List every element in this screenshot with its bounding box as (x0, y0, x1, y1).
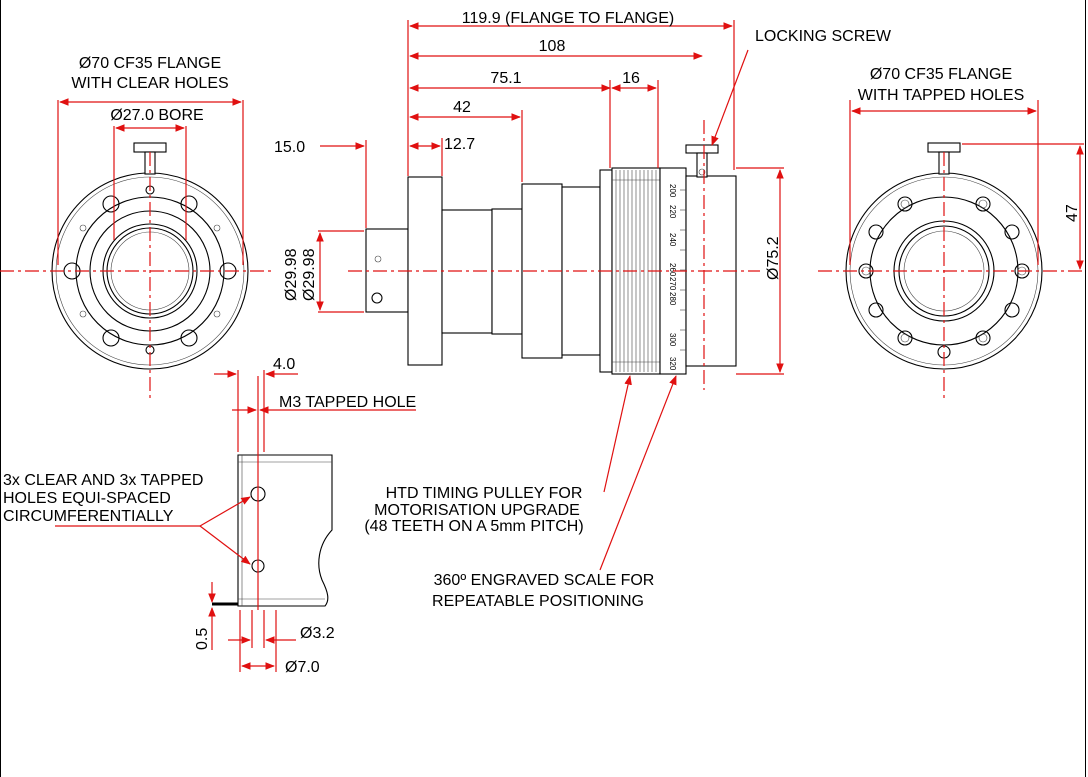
dim-3-2: Ø3.2 (300, 625, 335, 642)
dim-12-7: 12.7 (444, 136, 475, 153)
scale-note-1: 360º ENGRAVED SCALE FOR (434, 572, 655, 589)
scale-tick-label: 220 (668, 205, 677, 219)
dim-16: 16 (622, 70, 640, 87)
dim-0-5: 0.5 (194, 628, 211, 650)
right-flange-title-1: Ø70 CF35 FLANGE (870, 66, 1012, 83)
left-flange-title-2: WITH CLEAR HOLES (71, 75, 228, 92)
right-flange-title-2: WITH TAPPED HOLES (858, 87, 1025, 104)
dim-42: 42 (453, 99, 471, 116)
detail-view (212, 454, 333, 607)
scale-tick-label: 260 (668, 263, 677, 277)
scale-tick-label: 300 (668, 333, 677, 347)
locking-screw-label: LOCKING SCREW (755, 28, 892, 45)
scale-tick-label: 200 (668, 184, 677, 198)
scale-tick-label: 320 (668, 357, 677, 371)
dim-75-1: 75.1 (490, 70, 521, 87)
scale-tick-label: 270 (668, 277, 677, 291)
dim-47: 47 (1064, 204, 1081, 222)
pulley-note-1: HTD TIMING PULLEY FOR (386, 485, 583, 502)
pulley-note-2: MOTORISATION UPGRADE (374, 502, 580, 519)
dim-75-2: Ø75.2 (765, 236, 782, 280)
dim-15-0: 15.0 (274, 139, 305, 156)
holes-note-3: CIRCUMFERENTIALLY (3, 508, 174, 525)
dim-29-98-a: Ø29.98 (283, 248, 300, 301)
m3-tapped-label: M3 TAPPED HOLE (279, 394, 416, 411)
holes-note-1: 3x CLEAR AND 3x TAPPED (3, 472, 203, 489)
pulley-note-3: (48 TEETH ON A 5mm PITCH) (364, 518, 583, 535)
dim-7-0: Ø7.0 (285, 659, 320, 676)
holes-note-2: HOLES EQUI-SPACED (3, 490, 171, 507)
dim-29-98-b: Ø29.98 (301, 248, 318, 301)
scale-tick-label: 240 (668, 233, 677, 247)
left-flange-title-1: Ø70 CF35 FLANGE (79, 55, 221, 72)
dim-4-0: 4.0 (273, 356, 295, 373)
right-flange-view (818, 142, 1085, 398)
left-bore-label: Ø27.0 BORE (110, 107, 203, 124)
side-view-body (365, 144, 737, 375)
left-flange-view (0, 142, 272, 398)
engraved-scale: 200 220 240 260 270 280 300 320 (668, 184, 686, 371)
scale-note-2: REPEATABLE POSITIONING (432, 593, 644, 610)
dim-108: 108 (539, 38, 566, 55)
scale-tick-label: 280 (668, 292, 677, 306)
dim-flange-to-flange: 119.9 (FLANGE TO FLANGE) (462, 10, 675, 27)
